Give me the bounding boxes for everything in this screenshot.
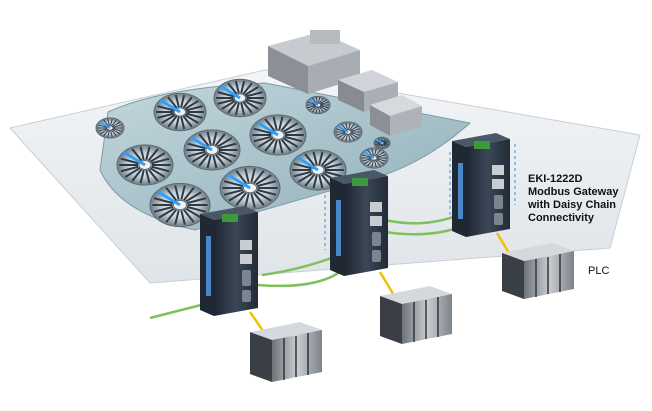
fan-icon	[183, 129, 241, 171]
fan-icon	[95, 117, 125, 139]
fan-icon	[305, 95, 331, 115]
fan-grid	[95, 78, 391, 228]
fan-icon	[153, 92, 207, 132]
callout-model: EKI-1222D	[528, 173, 583, 185]
fan-icon	[289, 149, 347, 191]
gateway-device-3	[452, 133, 510, 237]
callout-line-4: Connectivity	[528, 212, 595, 224]
building-large	[268, 30, 360, 94]
gateway-device-2	[330, 170, 388, 276]
fan-icon	[249, 114, 307, 156]
product-callout: EKI-1222D Modbus Gateway with Daisy Chai…	[528, 173, 618, 225]
fan-icon	[213, 78, 267, 118]
fan-icon	[333, 121, 363, 143]
fan-icon	[359, 147, 389, 169]
fan-icon	[373, 136, 391, 150]
callout-line-3: with Daisy Chain	[528, 199, 617, 211]
plc-label: PLC	[588, 265, 610, 277]
fan-icon	[219, 165, 281, 211]
plc-unit-3	[502, 243, 574, 299]
plc-unit-2	[380, 286, 452, 344]
callout-line-2: Modbus Gateway	[528, 186, 619, 198]
fan-icon	[149, 182, 211, 228]
gateway-device-1	[200, 206, 258, 316]
building-small	[370, 95, 422, 136]
fan-icon	[116, 144, 174, 186]
plc-unit-1	[250, 322, 322, 382]
